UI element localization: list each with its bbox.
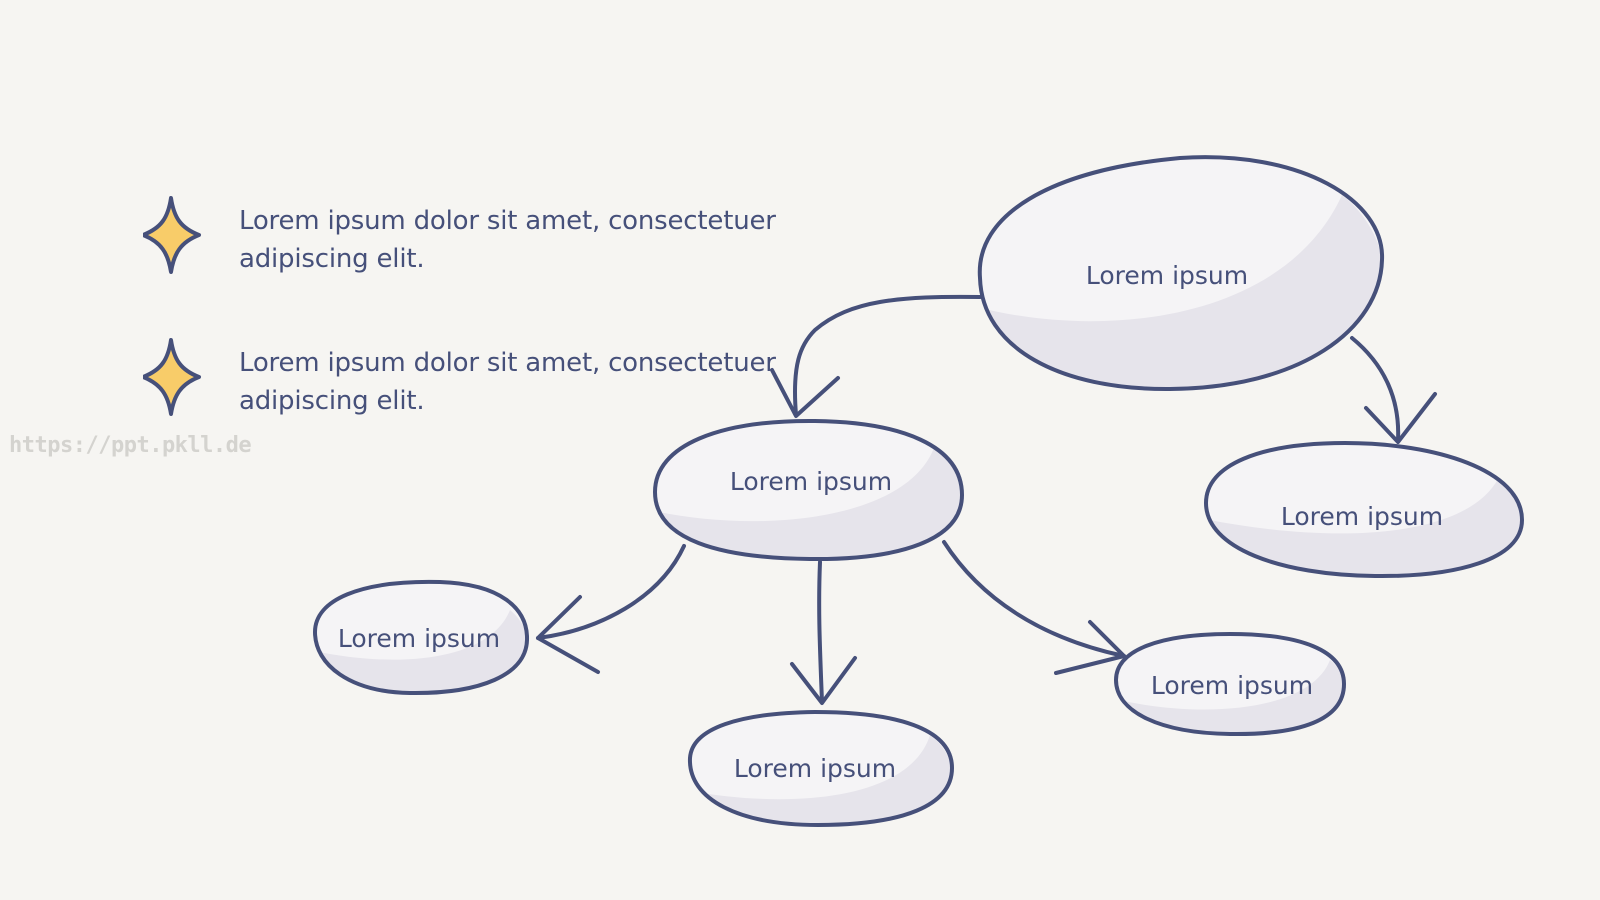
connector-root-to-right [1350, 336, 1437, 444]
connector-middle-to-bottom [790, 560, 857, 705]
node-bottom-right: Lorem ipsum [1113, 631, 1347, 737]
connector-root-to-middle [770, 294, 982, 418]
bullet-item: Lorem ipsum dolor sit amet, consectetuer… [143, 196, 783, 280]
node-left: Lorem ipsum [312, 579, 530, 696]
bullet-text-line: Lorem ipsum dolor sit amet, consectetuer [239, 348, 776, 378]
node-label: Lorem ipsum [338, 624, 500, 653]
watermark: https://ppt.pkll.de [9, 433, 252, 458]
connector-middle-to-bottom-right [942, 540, 1126, 675]
node-right: Lorem ipsum [1203, 440, 1525, 579]
node-label: Lorem ipsum [730, 467, 892, 496]
bullet-text: Lorem ipsum dolor sit amet, consectetuer… [239, 202, 799, 278]
sparkle-icon [143, 196, 201, 274]
bullet-item: Lorem ipsum dolor sit amet, consectetuer… [143, 338, 783, 422]
connector-middle-to-left [536, 544, 686, 674]
sparkle-icon [143, 338, 201, 416]
node-label: Lorem ipsum [734, 754, 896, 783]
bullet-text: Lorem ipsum dolor sit amet, consectetuer… [239, 344, 799, 420]
bullet-text-line: adipiscing elit. [239, 244, 425, 274]
node-label: Lorem ipsum [1281, 502, 1443, 531]
bullet-text-line: Lorem ipsum dolor sit amet, consectetuer [239, 206, 776, 236]
node-bottom: Lorem ipsum [687, 709, 955, 828]
bullet-text-line: adipiscing elit. [239, 386, 425, 416]
node-root: Lorem ipsum [977, 155, 1385, 392]
node-label: Lorem ipsum [1151, 671, 1313, 700]
node-label: Lorem ipsum [1086, 261, 1248, 290]
node-middle: Lorem ipsum [652, 418, 965, 562]
